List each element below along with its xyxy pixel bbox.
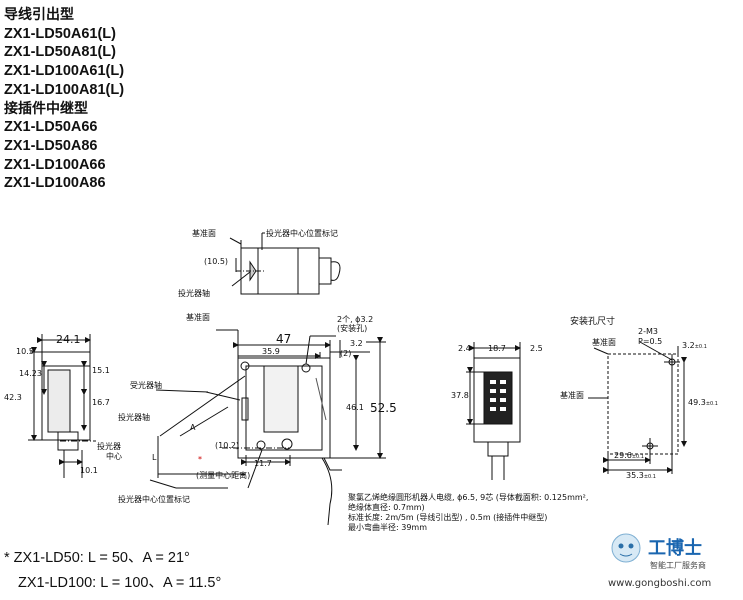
left-dim-10-1: 10.1 [80, 466, 98, 475]
logo-url: www.gongboshi.com [608, 578, 711, 589]
mount-dim-35-3-value: 35.3 [626, 471, 644, 480]
model-list: 导线引出型 ZX1-LD50A61(L) ZX1-LD50A81(L) ZX1-… [4, 6, 124, 193]
front-hole-note-2: (安装孔) [337, 323, 367, 333]
left-emitter-center-1: 投光器 [97, 441, 121, 451]
front-dim-3-2: 3.2 [350, 339, 363, 348]
mount-ref-top: 基准面 [592, 337, 616, 347]
model-item: ZX1-LD100A86 [4, 175, 106, 192]
mount-dim-35-3: 35.3±0.1 [626, 471, 656, 480]
mount-tol: ±0.1 [632, 454, 644, 460]
side-dim-18-7: 18.7 [488, 344, 506, 353]
model-item: ZX1-LD100A61(L) [4, 63, 125, 80]
cable-line-4: 最小弯曲半径: 39mm [348, 522, 427, 532]
group-header-wire: 导线引出型 [4, 7, 74, 23]
model-item: ZX1-LD50A66 [4, 119, 98, 136]
group-header-connector: 接插件中继型 [4, 100, 88, 117]
robot-mascot-icon [611, 533, 641, 563]
top-mark-label: 投光器中心位置标记 [266, 228, 338, 238]
cable-line-3: 标准长度: 2m/5m (导线引出型) , 0.5m (接插件中继型) [348, 512, 547, 522]
front-dim-46-1: 46.1 [346, 403, 364, 412]
side-dim-2-5: 2.5 [530, 344, 543, 353]
front-dim-10-2: (10.2) [215, 441, 239, 450]
model-item: ZX1-LD50A86 [4, 137, 98, 154]
side-dim-2-4: 2.4 [458, 344, 471, 353]
note-ld50: * ZX1-LD50: L = 50、A = 21° [4, 550, 190, 566]
logo-name: 工博士 [648, 537, 702, 559]
logo-subtitle: 智能工厂服务商 [650, 560, 706, 570]
front-dim-47: 47 [276, 332, 291, 346]
front-angle-A: A [190, 423, 196, 432]
front-dim-52-5: 52.5 [370, 401, 397, 415]
top-ref-plane: 基准面 [192, 228, 216, 238]
left-dim-10-5: 10.5 [16, 347, 34, 356]
model-item: ZX1-LD50A81(L) [4, 44, 116, 61]
left-dim-16-7: 16.7 [92, 398, 110, 407]
mount-title: 安装孔尺寸 [570, 315, 615, 327]
side-view [466, 342, 521, 480]
front-star: * [198, 455, 202, 464]
front-measure-center: (测量中心距离) [196, 470, 250, 480]
cable-line-2: 绝缘体直径: 0.7mm) [348, 502, 425, 512]
front-dim-11-7: 11.7 [254, 459, 272, 468]
left-dim-14-23: 14.23 [19, 369, 42, 378]
mount-dim-3-2-value: 3.2 [682, 341, 695, 350]
side-dim-37-8: 37.8 [451, 391, 469, 400]
mount-tol: ±0.1 [706, 401, 718, 407]
mount-tol: ±0.1 [695, 344, 707, 350]
mount-dim-49-3: 49.3±0.1 [688, 398, 718, 407]
model-item: ZX1-LD50A61(L) [4, 25, 116, 42]
front-hole-note-1: 2个, ϕ3.2 [337, 315, 373, 324]
front-dim-2: (2) [340, 349, 351, 358]
mount-screw-2: P=0.5 [638, 337, 662, 346]
front-L: L [152, 453, 157, 462]
model-item: ZX1-LD100A81(L) [4, 81, 125, 98]
front-ref-plane: 基准面 [186, 312, 210, 322]
left-dim-24-1: 24.1 [56, 333, 81, 346]
left-view [28, 334, 96, 478]
mount-ref-left: 基准面 [560, 390, 584, 400]
front-receiver-axis: 受光器轴 [130, 380, 162, 390]
front-dim-35-9: 35.9 [262, 347, 280, 356]
mounting-view [588, 341, 687, 474]
mount-dim-29-6: 29.6±0.1 [614, 451, 644, 460]
top-axis-label: 投光器轴 [178, 288, 210, 298]
cable-line-1: 聚氯乙烯绝缘圆形机器人电缆, ϕ6.5, 9芯 (导体截面积: 0.125mm²… [348, 492, 588, 502]
mount-dim-29-6-value: 29.6 [614, 451, 632, 460]
top-dim-10-5: (10.5) [204, 257, 228, 266]
mount-screw-1: 2-M3 [638, 327, 658, 336]
watermark-logo: 工博士 智能工厂服务商 www.gongboshi.com [608, 533, 711, 589]
mount-tol: ±0.1 [644, 474, 656, 480]
left-emitter-center-2: 中心 [106, 451, 122, 461]
front-view [149, 329, 386, 526]
model-item: ZX1-LD100A66 [4, 156, 106, 173]
front-emitter-axis: 投光器轴 [118, 412, 150, 422]
note-ld100: ZX1-LD100: L = 100、A = 11.5° [18, 575, 222, 591]
model-notes: * ZX1-LD50: L = 50、A = 21° ZX1-LD100: L … [4, 546, 221, 596]
left-dim-15-1: 15.1 [92, 366, 110, 375]
mount-dim-49-3-value: 49.3 [688, 398, 706, 407]
mount-dim-3-2: 3.2±0.1 [682, 341, 707, 350]
left-dim-42-3: 42.3 [4, 393, 22, 402]
top-view [229, 232, 341, 295]
front-emitter-mark: 投光器中心位置标记 [118, 494, 190, 504]
